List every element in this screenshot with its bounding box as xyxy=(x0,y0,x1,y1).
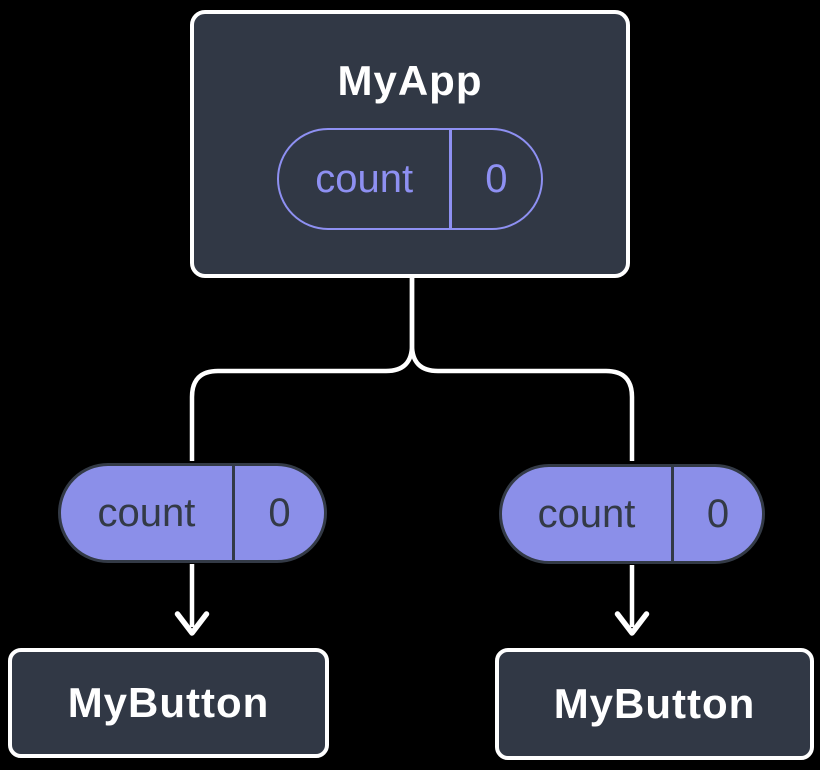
state-pill-value: 0 xyxy=(485,156,508,201)
left-arrow-head-icon xyxy=(174,611,210,636)
prop-pill-right-divider xyxy=(671,467,674,561)
prop-pill-right-value: 0 xyxy=(706,491,730,536)
child-component-title-left: MyButton xyxy=(67,679,270,726)
state-pill-divider xyxy=(449,130,452,228)
child-component-node-right: MyButton xyxy=(495,648,814,760)
branch-left-line xyxy=(189,278,415,461)
child-component-node-left: MyButton xyxy=(8,648,329,758)
child-component-title-right: MyButton xyxy=(553,680,756,727)
root-state-pill: count 0 xyxy=(277,128,543,230)
prop-pill-left-divider xyxy=(231,466,235,560)
prop-pill-left-name: count xyxy=(97,490,196,535)
prop-pill-right: count 0 xyxy=(499,464,765,564)
root-component-title: MyApp xyxy=(337,57,483,104)
state-pill-name: count xyxy=(315,156,414,201)
prop-pill-left-value: 0 xyxy=(268,490,291,535)
prop-pill-right-name: count xyxy=(537,491,636,536)
right-arrow-head-icon xyxy=(614,611,650,636)
root-component-node: MyApp count 0 xyxy=(190,10,630,278)
prop-pill-left: count 0 xyxy=(58,463,327,563)
branch-right-line xyxy=(409,278,635,461)
